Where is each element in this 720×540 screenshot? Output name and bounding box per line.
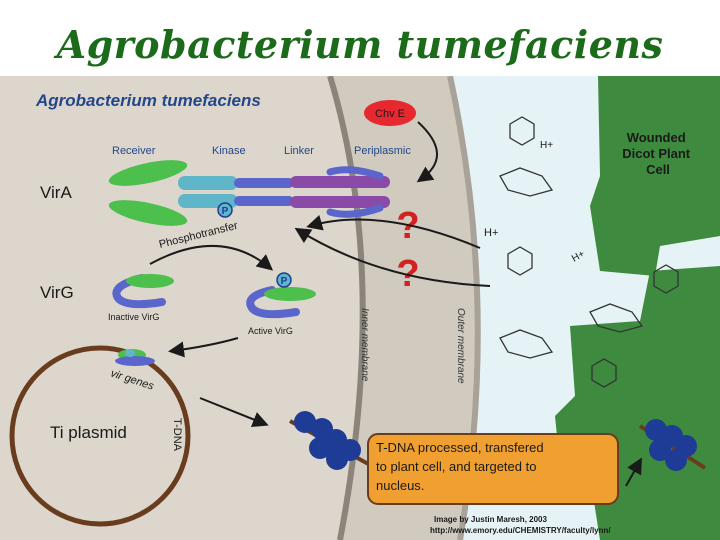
- periplasm-region: [330, 76, 478, 540]
- signal-arrow-1: [306, 215, 481, 249]
- virg-to-plasmid-arrow: [168, 337, 239, 358]
- tdna-process-text: T-DNA processed, transfered to plant cel…: [376, 440, 547, 493]
- domain-linker-label: Linker: [284, 145, 314, 157]
- plasmid-to-tdna-arrow: [199, 397, 269, 427]
- plant-cell-top: [590, 76, 720, 276]
- phospho-vira: P: [217, 202, 233, 218]
- slide-title: Agrobacterium tumefaciens: [56, 22, 664, 67]
- inner-membrane-label: Inner membrane: [359, 308, 370, 382]
- inactive-virg: [112, 274, 174, 309]
- tdna-label: T-DNA: [171, 418, 183, 452]
- phosphotransfer-arrow: [149, 245, 274, 271]
- domain-receiver-label: Receiver: [112, 145, 156, 157]
- signal-arrow-2: [294, 227, 491, 287]
- outer-membrane-label: Outer membrane: [455, 308, 466, 384]
- molecule-icons: [499, 116, 679, 388]
- figure-title: Agrobacterium tumefaciens: [35, 91, 261, 110]
- vira-protein: [108, 160, 390, 226]
- svg-text:P: P: [222, 206, 229, 217]
- inner-membrane: [327, 76, 366, 540]
- chve-protein: Chv E: [364, 100, 416, 126]
- agrobacterium-diagram: Inner membrane Outer membrane Agrobacter…: [0, 76, 720, 540]
- active-virg: P: [246, 272, 316, 319]
- vira-label: VirA: [40, 183, 72, 202]
- domain-kinase-label: Kinase: [212, 145, 246, 157]
- inactive-virg-label: Inactive VirG: [108, 312, 159, 322]
- tdna-process-box: [367, 433, 619, 505]
- active-virg-label: Active VirG: [248, 326, 293, 336]
- vir-genes-complex: [115, 349, 155, 366]
- proton-1: H+: [540, 140, 553, 151]
- chve-label: Chv E: [375, 108, 405, 120]
- image-credit: Image by Justin Maresh, 2003 http://www.…: [430, 515, 611, 535]
- proton-2: H+: [484, 227, 498, 239]
- tdna-complex-right: [638, 419, 707, 471]
- ti-plasmid-label: Ti plasmid: [50, 423, 127, 442]
- plant-cell-label: Wounded Dicot Plant Cell: [622, 130, 694, 177]
- domain-periplasmic-label: Periplasmic: [354, 145, 411, 157]
- virg-label: VirG: [40, 283, 74, 302]
- ti-plasmid-circle: [9, 345, 191, 527]
- phospho-virg: P: [281, 276, 288, 287]
- tdna-complex-left: [289, 411, 373, 470]
- chve-arrow: [416, 121, 438, 183]
- question-mark-1: ?: [396, 205, 419, 247]
- tdna-transfer-arrow: [625, 457, 642, 487]
